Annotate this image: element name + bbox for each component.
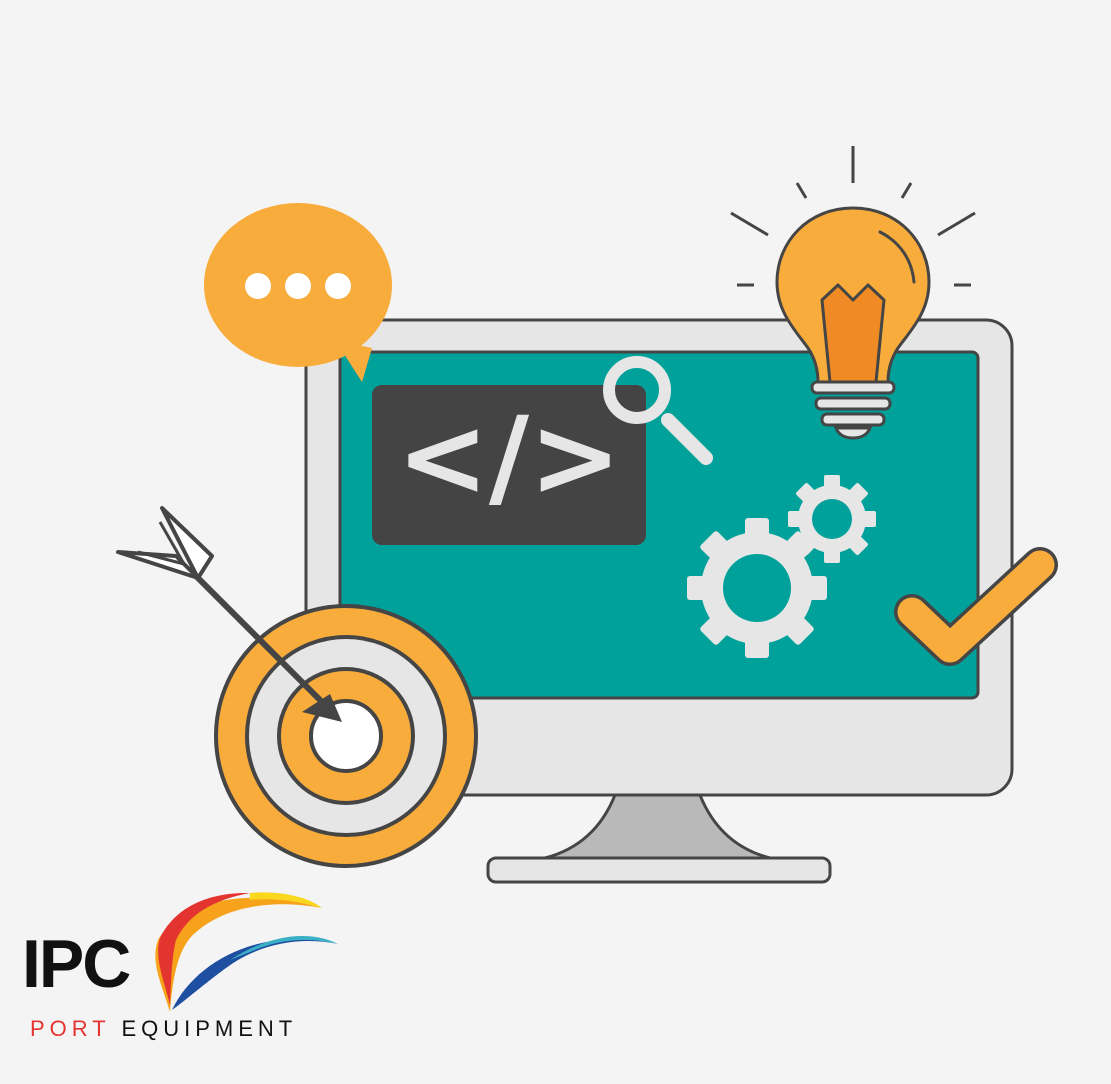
code-glyph: </> <box>397 393 622 521</box>
logo-swoosh <box>155 892 338 1012</box>
logo-tagline: PORT EQUIPMENT <box>30 1018 297 1040</box>
arrow-icon <box>116 506 342 722</box>
logo-tagline-port: PORT <box>30 1016 111 1041</box>
code-icon: </> <box>372 385 646 545</box>
logo-tagline-equipment: EQUIPMENT <box>121 1016 298 1041</box>
monitor-stand <box>486 793 832 884</box>
speech-bubble-icon <box>204 203 392 382</box>
checkmark-icon <box>894 547 1058 666</box>
target-icon <box>214 604 478 868</box>
lightbulb-icon <box>730 146 976 440</box>
gears-icon <box>687 475 876 658</box>
logo-wordmark: IPC <box>22 926 131 1002</box>
magnifier-icon <box>603 356 713 465</box>
